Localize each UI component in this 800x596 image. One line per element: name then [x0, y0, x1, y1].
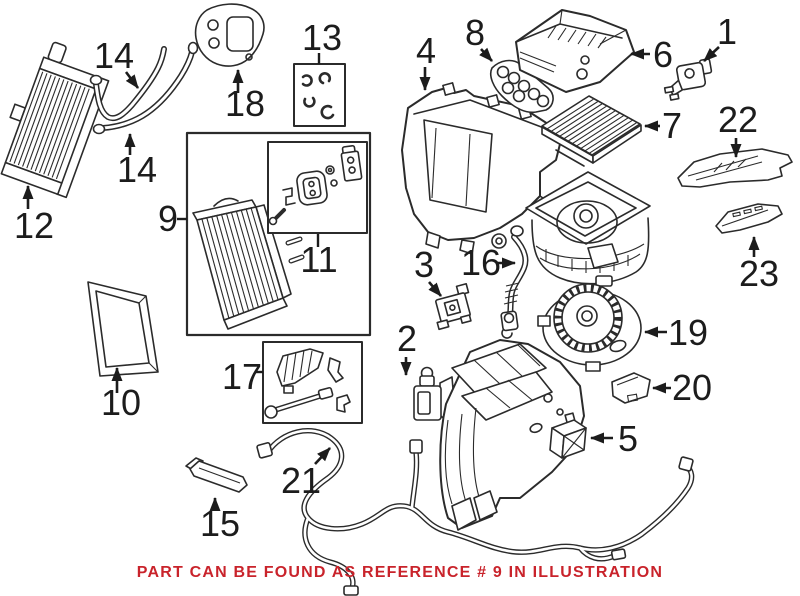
part-11-valve-kit-drawing: [267, 141, 368, 234]
callout-3-label: 3: [414, 244, 434, 285]
callout-15-label: 15: [200, 503, 240, 544]
callout-21-label: 21: [281, 460, 321, 501]
part-7-filter-drawing: [541, 95, 642, 164]
callout-1-arrow: [703, 46, 720, 62]
callout-14b-label: 14: [117, 149, 157, 190]
callout-10-label: 10: [101, 382, 141, 423]
part-16-hose-drawing: [491, 225, 529, 339]
part-14-pipes-drawing: [89, 41, 199, 135]
callout-14a-arrow: [124, 71, 140, 89]
part-21-harness-drawing: [256, 428, 695, 596]
part-12-heater-core-drawing: [0, 41, 110, 199]
callout-4-label: 4: [416, 30, 436, 71]
callout-7-label: 7: [662, 105, 682, 146]
callout-8-label: 8: [465, 12, 485, 53]
callout-21-arrow: [314, 447, 331, 465]
callout-labels: 1 2 3 4 5 6 7 8 9 10 11 12 13 14 14 15 1…: [14, 11, 779, 544]
callout-8-arrow: [479, 47, 493, 62]
callout-23-label: 23: [739, 253, 779, 294]
callout-arrows: [22, 46, 760, 511]
part-15-bracket-drawing: [185, 457, 248, 493]
lower-housing-drawing: [439, 339, 585, 531]
part-9-evaporator-drawing: [192, 197, 305, 330]
callout-19-label: 19: [668, 312, 708, 353]
callout-14a-label: 14: [94, 35, 134, 76]
part-20-module-drawing: [611, 372, 651, 404]
callout-16-label: 16: [461, 242, 501, 283]
part-9-kit-box: [185, 131, 372, 337]
part-22-trim-drawing: [677, 148, 793, 188]
callout-20-label: 20: [672, 367, 712, 408]
blower-scroll-pan-drawing: [525, 171, 651, 287]
reference-caption: PART CAN BE FOUND AS REFERENCE # 9 IN IL…: [136, 564, 664, 581]
part-19-blower-motor-drawing: [537, 283, 642, 372]
part-17-linkage-kit-drawing: [262, 341, 363, 424]
part-2-valve-drawing: [413, 366, 454, 421]
part-5-bracket-drawing: [549, 412, 587, 459]
callout-12-label: 12: [14, 205, 54, 246]
callout-11-label: 11: [300, 239, 337, 280]
part-1-actuator-drawing: [663, 58, 713, 101]
callout-18-label: 18: [225, 83, 265, 124]
callout-5-label: 5: [618, 418, 638, 459]
callout-9-label: 9: [158, 198, 178, 239]
callout-6-label: 6: [653, 34, 673, 75]
part-18-gasket-drawing: [194, 3, 265, 67]
callout-3-arrow: [428, 281, 442, 297]
callout-17-label: 17: [222, 356, 262, 397]
callout-2-label: 2: [397, 318, 417, 359]
part-8-gasket-strip-drawing: [489, 59, 554, 114]
callout-13-label: 13: [302, 17, 342, 58]
callout-1-label: 1: [717, 11, 737, 52]
part-4-housing-drawing: [401, 82, 585, 255]
part-13-clip-kit-drawing: [293, 63, 346, 127]
callout-22-label: 22: [718, 99, 758, 140]
part-10-seal-frame-drawing: [87, 281, 159, 377]
part-23-trim-drawing: [715, 203, 783, 234]
part-3-sensor-drawing: [435, 282, 472, 331]
